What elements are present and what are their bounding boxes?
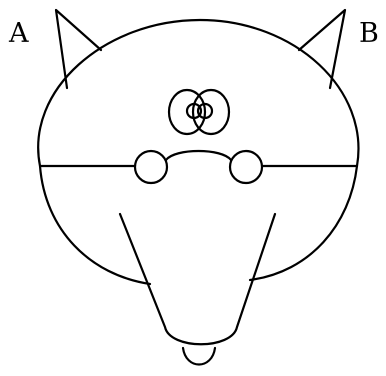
right-ear bbox=[297, 8, 347, 90]
chin bbox=[181, 346, 217, 366]
label-b: B bbox=[359, 18, 379, 49]
forehead-spot-right bbox=[191, 88, 231, 136]
brow-arc bbox=[164, 150, 233, 162]
right-eye bbox=[228, 149, 264, 185]
head-outline bbox=[37, 18, 360, 286]
left-eye bbox=[133, 149, 169, 185]
forehead-dot-right bbox=[196, 102, 214, 120]
left-ear bbox=[54, 8, 103, 90]
snout bbox=[118, 212, 277, 346]
label-a: A bbox=[9, 18, 29, 49]
forehead-spot-left bbox=[167, 88, 207, 136]
forehead-dot-left bbox=[185, 102, 203, 120]
